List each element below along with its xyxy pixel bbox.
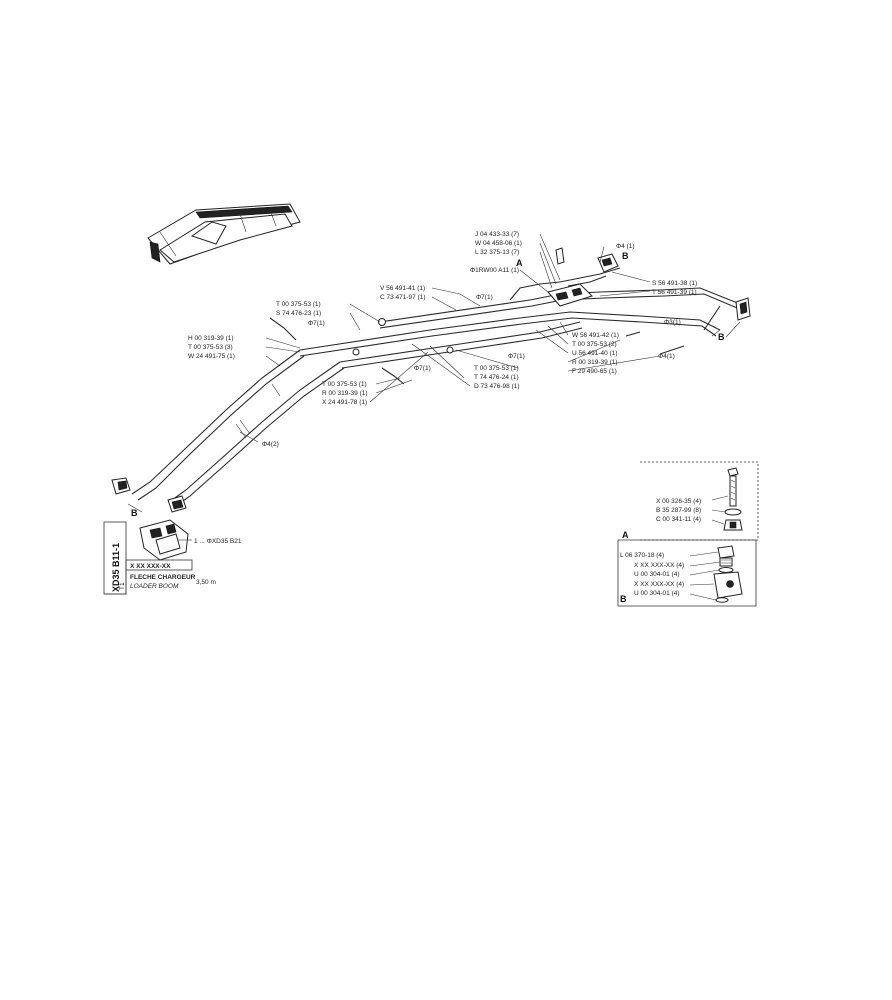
marker-d7-a: Φ7(1) [476,294,493,301]
title-en: LOADER BOOM [130,583,179,590]
callout-l32375: L 32 375-13 (7) [475,249,519,256]
marker-b-top: B [622,251,629,261]
detail-b-label: B [620,594,627,604]
tube-assembly [131,267,743,507]
callout-j04433: J 04 433-33 (7) [475,231,519,238]
callout-1rw00: Φ1RW00 A11 (1) [470,267,519,274]
detail-a-label: A [622,530,629,540]
detail-a: X 00 326-35 (4) B 35 287-99 (8) C 00 341… [622,461,759,541]
callout-h00319: H 00 319-39 (1) [188,335,234,342]
marker-b-right: B [718,332,725,342]
detail-b-item-4: X XX XXX-XX (4) [634,581,684,588]
marker-d3: Φ3(1) [664,319,681,326]
kit-thumbnail: 1 ... ΦXD35 B21 [139,519,242,561]
marker-d7-b: Φ7(1) [308,320,325,327]
detail-a-item-1: X 00 326-35 (4) [656,498,701,505]
marker-d7-c: Φ7(1) [414,365,431,372]
callout-v56491: V 56 491-41 (1) [380,285,425,292]
callout-t00375-a: T 00 375-53 (1) [276,301,321,308]
marker-d4-mid: Φ4(2) [262,441,279,448]
title-fr: FLECHE CHARGEUR [130,574,196,581]
callout-r00319-b: R 00 319-39 (1) [572,359,618,366]
marker-a-top: A [516,258,523,268]
marker-d7-d: Φ7(1) [508,353,525,360]
callout-t00375-c: T 00 375-53 (1) [322,381,367,388]
callout-labels: J 04 433-33 (7) W 04 458-06 (1) L 32 375… [188,231,697,406]
marker-b-left: B [131,508,138,518]
boom-thumbnail [147,203,301,265]
callout-t00375-e: T 00 375-53 (2) [572,341,617,348]
callout-s56491: S 56 491-38 (1) [652,280,697,287]
part-number: X XX XXX-XX [130,563,171,570]
side-code: T1 [119,582,126,590]
callout-w24491: W 24 491-75 (1) [188,353,235,360]
kit-reference: 1 ... ΦXD35 B21 [194,538,242,545]
callout-t74476: T 74 476-24 (1) [474,374,519,381]
callout-f29490: F 29 490-65 (1) [572,368,617,375]
detail-a-item-2: B 35 287-99 (8) [656,507,701,514]
marker-d4-r: Φ4(1) [658,353,675,360]
callout-s74476: S 74 476-23 (1) [276,310,321,317]
callout-t56491: T 56 491-39 (1) [652,289,697,296]
model-number: XD35 B11-1 [111,543,121,592]
callout-u56491: U 56 491-40 (1) [572,350,618,357]
detail-a-item-3: C 00 341-11 (4) [656,516,701,523]
markers: A B B B Φ4 (1) Φ7(1) Φ7(1) Φ7(1) Φ7(1) Φ… [127,243,741,518]
detail-b-item-1: L 06 370-18 (4) [620,552,664,559]
callout-t00375-d: T 00 375-53 (1) [474,365,519,372]
callout-w56491: W 56 491-42 (1) [572,332,619,339]
title-block: XD35 B11-1 X XX XXX-XX T1 FLECHE CHARGEU… [103,521,216,595]
callout-x24491: X 24 491-78 (1) [322,399,367,406]
leader-lines [239,233,721,443]
marker-d4-top: Φ4 (1) [616,243,635,250]
callout-t00375-b: T 00 375-53 (3) [188,344,233,351]
callout-d73476: D 73 476-98 (1) [474,383,520,390]
detail-b-item-2: X XX XXX-XX (4) [634,562,684,569]
callout-c73471: C 73 471-97 (1) [380,294,426,301]
callout-w04458: W 04 458-06 (1) [475,240,522,247]
detail-b-item-5: U 00 304-01 (4) [634,590,680,597]
detail-b: L 06 370-18 (4) X XX XXX-XX (4) U 00 304… [617,539,757,607]
detail-b-item-3: U 00 304-01 (4) [634,571,680,578]
callout-r00319-a: R 00 319-39 (1) [322,390,368,397]
boom-size: 3,50 m [196,579,216,586]
fittings [111,247,751,513]
